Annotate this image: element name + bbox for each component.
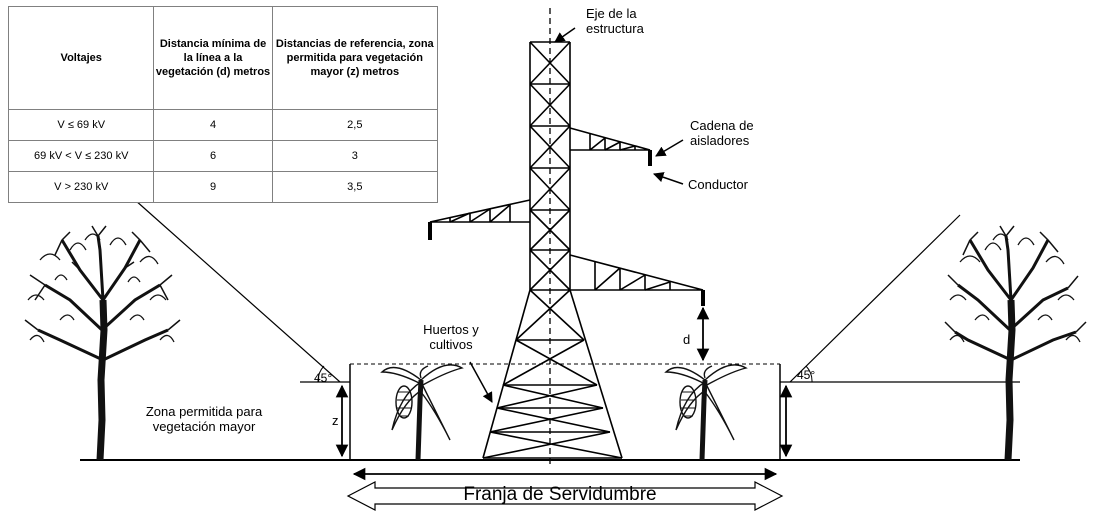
insulator-strings <box>428 150 705 306</box>
d-label: d <box>683 332 691 347</box>
table-cell: V ≤ 69 kV <box>7 109 155 141</box>
table-cell: 6 <box>153 140 273 172</box>
cadena-label-line1: Cadena de <box>690 118 754 133</box>
table-row: V ≤ 69 kV 4 2,5 <box>7 109 439 141</box>
header-voltajes: Voltajes <box>7 6 155 110</box>
huertos-label: Huertos y cultivos <box>406 322 496 352</box>
slope-left <box>134 199 350 383</box>
table-cell: 2,5 <box>271 109 439 141</box>
z-label: z <box>332 413 339 428</box>
eje-label: Eje de la estructura <box>586 6 644 36</box>
huertos-label-line1: Huertos y <box>423 322 479 337</box>
table-cell: V > 230 kV <box>7 171 155 203</box>
zona-label-line2: vegetación mayor <box>152 419 256 434</box>
zona-label-line1: Zona permitida para <box>145 404 263 419</box>
conductor-label: Conductor <box>688 177 748 192</box>
eje-label-line2: estructura <box>586 21 644 36</box>
franja-block-arrow <box>346 481 784 511</box>
banana-plant-icon <box>380 364 464 461</box>
table-cell: 4 <box>153 109 273 141</box>
cadena-pointer <box>655 139 684 157</box>
header-distancia-referencia: Distancias de referencia, zona permitida… <box>271 6 439 110</box>
eje-label-line1: Eje de la <box>586 6 637 21</box>
tree-icon <box>24 225 181 461</box>
huertos-pointer <box>469 361 493 403</box>
huertos-label-line2: cultivos <box>429 337 473 352</box>
eje-pointer <box>554 27 576 43</box>
tree-icon <box>944 225 1087 461</box>
table-row: V > 230 kV 9 3,5 <box>7 171 439 203</box>
franja-label: Franja de Servidumbre <box>463 484 657 505</box>
table-row: 69 kV < V ≤ 230 kV 6 3 <box>7 140 439 172</box>
servidumbre-zone <box>349 363 781 460</box>
table-cell: 9 <box>153 171 273 203</box>
zona-permitida-label: Zona permitida para vegetación mayor <box>124 404 284 434</box>
transmission-tower-icon <box>429 41 704 459</box>
cadena-label: Cadena de aisladores <box>690 118 754 148</box>
angle-right-label: 45° <box>797 368 816 382</box>
table-cell: 3,5 <box>271 171 439 203</box>
header-distancia-minima: Distancia mínima de la línea a la vegeta… <box>153 6 273 110</box>
voltage-distance-table: Voltajes Distancia mínima de la línea a … <box>7 6 439 203</box>
banana-plant-icon <box>664 364 748 461</box>
slope-right <box>780 214 1020 383</box>
table-cell: 3 <box>271 140 439 172</box>
table-header-row: Voltajes Distancia mínima de la línea a … <box>7 6 439 110</box>
angle-left-label: 45° <box>314 371 333 385</box>
table-cell: 69 kV < V ≤ 230 kV <box>7 140 155 172</box>
cadena-label-line2: aisladores <box>690 133 750 148</box>
conductor-pointer <box>653 172 684 185</box>
